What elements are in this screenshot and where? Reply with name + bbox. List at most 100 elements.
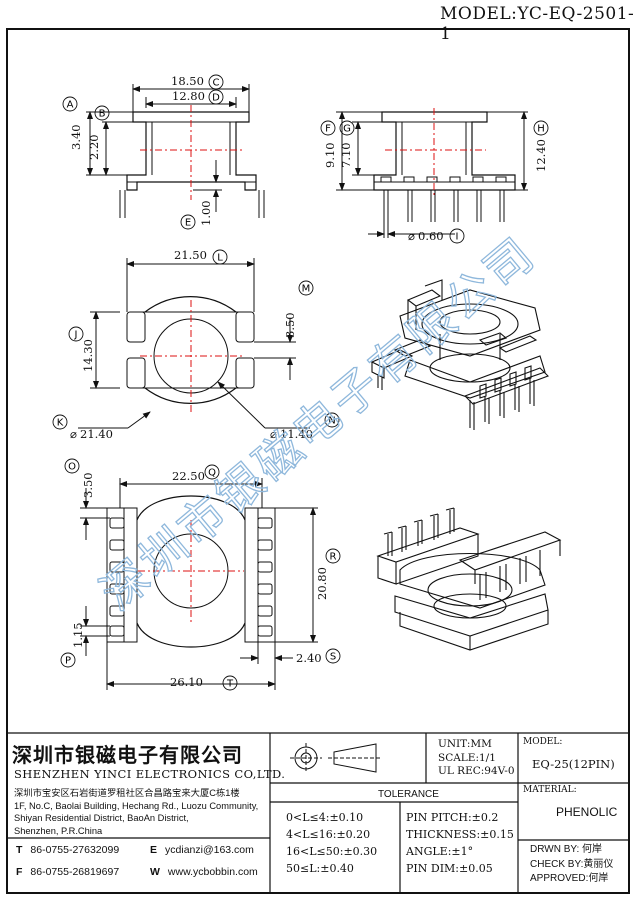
callout-letter-p: P xyxy=(65,656,71,667)
pin-tolerance-item: ANGLE:±1° xyxy=(406,845,474,858)
tel-value: 86-0755-27632099 xyxy=(30,844,120,856)
web-value[interactable]: www.ycbobbin.com xyxy=(167,866,258,878)
dim-l: 21.50 xyxy=(174,248,207,262)
callout-letter-i: I xyxy=(456,232,459,243)
unit-text: UNIT:MM xyxy=(438,738,492,750)
email-label: E xyxy=(150,844,158,856)
callout-letter-k: K xyxy=(57,418,64,429)
callout-circle-o xyxy=(64,458,80,474)
company-name-en: SHENZHEN YINCI ELECTRONICS CO,LTD. xyxy=(14,767,286,781)
tolerance-item: 16<L≤50:±0.30 xyxy=(286,845,378,858)
callout-circle-m xyxy=(298,280,314,296)
model-label: MODEL: xyxy=(523,737,563,747)
tolerance-item: 50≤L:±0.40 xyxy=(286,862,354,875)
address-line: 1F, No.C, Baolai Building, Hechang Rd., … xyxy=(14,800,259,811)
pin-tolerance-item: PIN PITCH:±0.2 xyxy=(406,811,499,824)
title-block-grid xyxy=(8,732,628,892)
dim-m: 3.50 xyxy=(283,312,297,338)
callout-letter-d: D xyxy=(212,93,220,104)
callout-circle-n xyxy=(324,412,340,428)
callout-circle-g xyxy=(339,120,355,136)
callout-letter-b: B xyxy=(99,109,106,120)
dim-h: 12.40 xyxy=(534,139,548,172)
dim-i: 0.60 xyxy=(418,229,444,243)
callout-circle-l xyxy=(212,249,228,265)
model-value: EQ-25(12PIN) xyxy=(532,757,615,771)
callout-letter-t: T xyxy=(226,679,234,690)
dim-n-prefix: ⌀ xyxy=(270,427,277,441)
dim-q: 22.50 xyxy=(172,469,205,483)
callout-letter-h: H xyxy=(537,124,545,135)
callout-circle-h xyxy=(533,120,549,136)
unit-block: UNIT:MM SCALE:1/1 UL REC:94V-0 xyxy=(438,738,515,779)
fax-label: F xyxy=(16,866,23,878)
dim-b: 2.20 xyxy=(87,134,101,160)
callout-letter-j: J xyxy=(74,330,78,341)
approved-by: APPROVED:何岸 xyxy=(530,873,609,884)
callout-circle-j xyxy=(68,326,84,342)
company-name-cn: 深圳市银磁电子有限公司 xyxy=(12,743,243,767)
callout-letter-g: G xyxy=(343,124,351,135)
callout-letter-o: O xyxy=(68,462,76,473)
address-line: Shiyan Residential District, BaoAn Distr… xyxy=(14,813,189,823)
dim-k: 21.40 xyxy=(80,427,113,441)
checked-by: CHECK BY:黄丽仪 xyxy=(530,858,614,870)
company-address: 深圳市宝安区石岩街道罗租社区合昌路宝来大厦C栋1楼 1F, No.C, Baol… xyxy=(14,787,276,837)
callout-letter-n: N xyxy=(328,416,335,427)
email-value[interactable]: ycdianzi@163.com xyxy=(165,844,254,856)
callout-letter-f: F xyxy=(325,124,331,135)
web-label: W xyxy=(150,866,160,878)
dim-c: 18.50 xyxy=(171,74,204,88)
bottom-view xyxy=(80,478,318,690)
callout-circle-q xyxy=(204,464,220,480)
dim-o: 3.50 xyxy=(81,472,95,498)
ul-text: UL REC:94V-0 xyxy=(438,765,515,777)
material-value: PHENOLIC xyxy=(556,805,618,819)
dim-a: 3.40 xyxy=(69,124,83,150)
watermark-text: 深圳市银磁电子有限公司 xyxy=(90,226,546,621)
callout-letter-s: S xyxy=(330,652,336,663)
dim-p: 1.15 xyxy=(71,622,85,648)
callout-circle-t xyxy=(222,675,238,691)
scale-text: SCALE:1/1 xyxy=(438,751,496,764)
dim-s: 2.40 xyxy=(296,651,322,665)
dim-f: 9.10 xyxy=(323,142,337,168)
tolerance-list: 0<L≤4:±0.10 4<L≤16:±0.20 16<L≤50:±0.30 5… xyxy=(286,809,377,877)
pin-tolerance-item: PIN DIM:±0.05 xyxy=(406,862,493,875)
front-view-left xyxy=(86,84,265,218)
title-block: 深圳市银磁电子有限公司 SHENZHEN YINCI ELECTRONICS C… xyxy=(8,733,628,892)
model-title: MODEL:YC-EQ-2501-1 xyxy=(440,4,635,44)
side-view-right xyxy=(336,108,528,238)
tolerance-heading: TOLERANCE xyxy=(378,789,439,800)
dim-i-prefix: ⌀ xyxy=(408,229,415,243)
dim-e: 1.00 xyxy=(199,200,213,226)
tel-row: T 86-0755-27632099 xyxy=(16,844,119,856)
tel-label: T xyxy=(16,844,23,856)
callout-letter-e: E xyxy=(185,218,191,229)
callout-circle-r xyxy=(325,548,341,564)
fax-value: 86-0755-26819697 xyxy=(30,866,120,878)
tolerance-item: 0<L≤4:±0.10 xyxy=(286,811,364,824)
dim-t: 26.10 xyxy=(170,675,203,689)
callout-circle-c xyxy=(208,74,224,90)
isometric-view-bottom xyxy=(376,507,562,651)
drawn-by: DRWN BY: 何岸 xyxy=(530,844,603,855)
callout-letter-a: A xyxy=(67,100,74,111)
callout-letter-c: C xyxy=(213,78,220,89)
isometric-view-top xyxy=(370,279,549,430)
dim-j: 14.30 xyxy=(81,339,95,372)
address-line: 深圳市宝安区石岩街道罗租社区合昌路宝来大厦C栋1楼 xyxy=(14,788,240,798)
material-label: MATERIAL: xyxy=(523,785,577,795)
callout-circle-i xyxy=(449,228,465,244)
callout-circle-b xyxy=(94,105,110,121)
tolerance-item: 4<L≤16:±0.20 xyxy=(286,828,371,841)
dim-g: 7.10 xyxy=(339,142,353,168)
dim-d: 12.80 xyxy=(172,89,205,103)
callout-letter-r: R xyxy=(330,552,337,563)
pin-tolerance-item: THICKNESS:±0.15 xyxy=(406,828,514,841)
callout-circle-f xyxy=(320,120,336,136)
callout-circle-a xyxy=(62,96,78,112)
